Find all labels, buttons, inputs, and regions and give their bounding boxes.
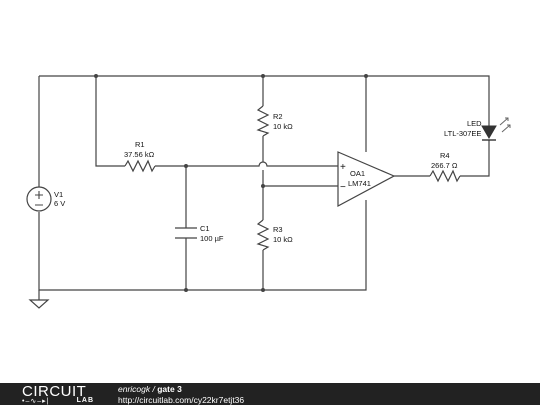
resistor-r3[interactable]: R3 10 kΩ — [256, 219, 293, 251]
ground-icon — [28, 299, 50, 309]
r4-value: 266.7 Ω — [431, 161, 458, 170]
resistor-r4[interactable]: R4 266.7 Ω — [429, 151, 461, 183]
junction-dot — [261, 184, 265, 188]
wire-bottom-rail — [38, 200, 367, 291]
junctions — [94, 74, 368, 292]
author-name[interactable]: enricogk — [118, 384, 151, 394]
circuitlab-logo[interactable]: CIRCUIT •–∿–▸| LAB — [22, 383, 94, 405]
r3-value: 10 kΩ — [273, 235, 293, 244]
capacitor-icon — [175, 227, 197, 239]
r2-name: R2 — [273, 112, 283, 121]
credit-line: enricogk / gate 3 — [118, 384, 182, 394]
circuit-url[interactable]: http://circuitlab.com/cy22kr7etjt36 — [118, 395, 245, 405]
wire-led-top — [366, 75, 490, 126]
opamp-icon — [337, 151, 396, 208]
opamp-minus-sign: − — [340, 182, 346, 193]
r1-value: 37.56 kΩ — [124, 150, 155, 159]
circuit-title: gate 3 — [157, 384, 182, 394]
resistor-r1[interactable]: R1 37.56 kΩ — [124, 140, 156, 173]
light-emission-icon — [499, 117, 511, 133]
wire-noninv-input — [155, 161, 338, 167]
r1-name: R1 — [135, 140, 145, 149]
logo-text-lab: LAB — [76, 397, 94, 404]
led[interactable]: LED LTL-307EE — [444, 117, 511, 141]
led-name: LED — [467, 119, 482, 128]
v1-value: 6 V — [54, 199, 65, 208]
wires — [38, 75, 490, 300]
led-diode-icon — [481, 125, 497, 139]
schematic: V1 6 V R1 37.56 kΩ C1 100 µF R2 10 kΩ R3… — [26, 74, 511, 309]
c1-value: 100 µF — [200, 234, 224, 243]
led-value: LTL-307EE — [444, 129, 481, 138]
c1-name: C1 — [200, 224, 210, 233]
opamp-oa1[interactable]: + − OA1 LM741 — [337, 151, 396, 208]
junction-dot — [184, 288, 188, 292]
voltage-source-v1[interactable]: V1 6 V — [26, 186, 65, 212]
resistor-icon — [256, 219, 270, 251]
resistor-icon — [124, 159, 156, 173]
r3-name: R3 — [273, 225, 283, 234]
v1-name: V1 — [54, 190, 63, 199]
oa1-value: LM741 — [348, 179, 371, 188]
junction-dot — [261, 288, 265, 292]
r4-name: R4 — [440, 151, 450, 160]
resistor-icon — [256, 105, 270, 137]
wire-top-rail — [39, 75, 367, 152]
footer-bar: CIRCUIT •–∿–▸| LAB enricogk / gate 3 htt… — [0, 383, 540, 405]
junction-dot — [261, 74, 265, 78]
logo-text-circuit: CIRCUIT — [22, 383, 87, 400]
resistor-icon — [429, 169, 461, 183]
capacitor-c1[interactable]: C1 100 µF — [175, 224, 224, 243]
opamp-plus-sign: + — [340, 162, 346, 173]
wire-r1-left — [95, 76, 125, 167]
resistor-r2[interactable]: R2 10 kΩ — [256, 105, 293, 137]
junction-dot — [94, 74, 98, 78]
wire-r4-led — [460, 140, 490, 177]
polarity-marks — [35, 191, 43, 206]
junction-dot — [364, 74, 368, 78]
oa1-name: OA1 — [350, 169, 365, 178]
logo-component-icon: •–∿–▸| — [22, 398, 50, 405]
credit-separator: / — [150, 384, 158, 394]
r2-value: 10 kΩ — [273, 122, 293, 131]
junction-dot — [184, 164, 188, 168]
